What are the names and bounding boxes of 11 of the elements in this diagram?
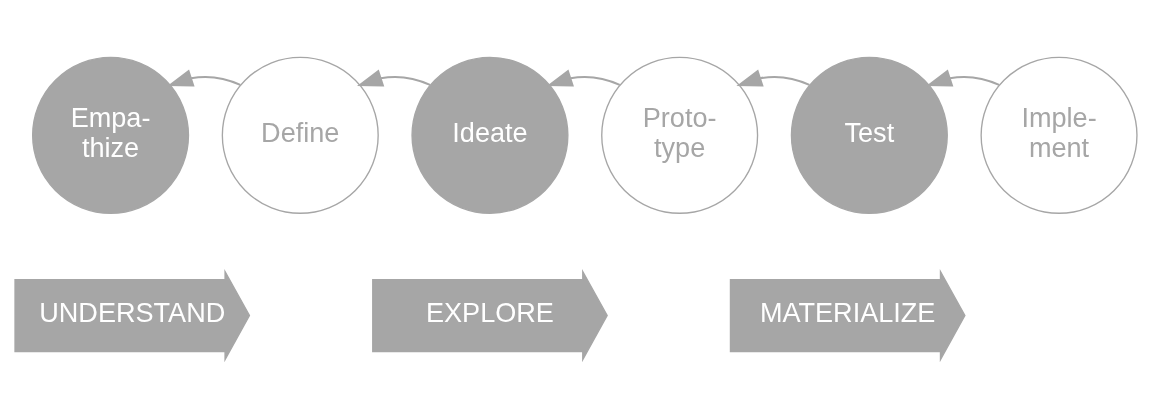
- arrow: [926, 69, 1000, 87]
- arrow: [736, 69, 810, 87]
- node-circle: Test: [790, 56, 948, 214]
- node-circle: Proto- type: [601, 56, 759, 214]
- arrow: [357, 69, 431, 87]
- node-circle: Ideate: [411, 56, 569, 214]
- arrow: [546, 69, 621, 87]
- node-circle: Define: [221, 56, 379, 214]
- arrow: [167, 69, 241, 87]
- node-circle: Imple- ment: [980, 56, 1138, 214]
- node-circle: Empa- thize: [31, 56, 190, 214]
